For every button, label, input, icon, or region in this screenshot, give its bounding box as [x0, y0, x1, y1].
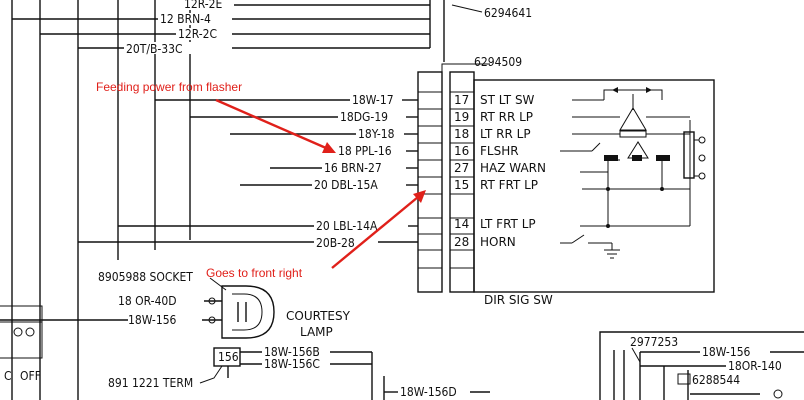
terminal-num-18: 18 [454, 127, 469, 141]
courtesy-lamp: 8905988 SOCKET 18 OR-40D 18W-156 COURTES… [0, 270, 351, 339]
arrow-feeding [215, 98, 327, 150]
part-number-switch: 6294509 [474, 55, 522, 69]
switch-internals [560, 87, 706, 259]
term-box-label: 156 [218, 350, 239, 364]
arrow-front-right [331, 196, 419, 269]
bottom-right-wire-2: 18OR-140 [728, 359, 782, 373]
left-wire-3: 18Y-18 [358, 127, 395, 141]
annotation-feeding: Feeding power from flasher [96, 80, 242, 94]
terminal-num-19: 19 [454, 110, 469, 124]
top-wire-3: 12R-2C [178, 27, 217, 41]
terminal-num-14: 14 [454, 217, 469, 231]
top-wire-1: 12R-2E [184, 0, 223, 11]
terminal-label-18: LT RR LP [480, 127, 531, 141]
courtesy-label-2: LAMP [300, 325, 333, 339]
connector-left [417, 71, 443, 293]
left-wire-7: 20 LBL-14A [316, 219, 378, 233]
left-wire-4: 18 PPL-16 [338, 144, 392, 158]
terminal-label-17: ST LT SW [480, 93, 535, 107]
terminal-num-28: 28 [454, 235, 469, 249]
terminal-num-17: 17 [454, 93, 469, 107]
courtesy-label-1: COURTESY [286, 309, 351, 323]
dir-sig-sw-box [473, 79, 715, 293]
terminal-label-27: HAZ WARN [480, 161, 546, 175]
left-wire-1: 18W-17 [352, 93, 394, 107]
lamp-socket [221, 285, 275, 339]
socket-label: 8905988 SOCKET [98, 270, 193, 284]
courtesy-wire-2: 18W-156 [128, 313, 177, 327]
top-bundle: 12R-2E 12 BRN-4 12R-2C 20T/B-33C [11, 0, 445, 400]
arrowhead-feeding [322, 142, 336, 153]
left-wire-8: 20B-28 [316, 236, 355, 250]
bottom-right-wire-1: 18W-156 [702, 345, 751, 359]
courtesy-wire-1: 18 OR-40D [118, 294, 177, 308]
fragment-off: OFF [20, 369, 41, 383]
bottom-wire-3: 18W-156D [400, 385, 457, 399]
bottom-wires: 156 18W-156B 18W-156C 18W-156D 891 1221 … [108, 345, 490, 400]
arrowhead-front-right [413, 190, 426, 203]
left-wire-5: 16 BRN-27 [324, 161, 382, 175]
terminal-num-27: 27 [454, 161, 469, 175]
connector-bracket [441, 63, 474, 72]
terminal-label-14: LT FRT LP [480, 217, 536, 231]
bottom-wire-2: 18W-156C [264, 357, 320, 371]
bottom-wire-1: 18W-156B [264, 345, 320, 359]
top-wire-2: 12 BRN-4 [160, 12, 211, 26]
term-label: 891 1221 TERM [108, 376, 193, 390]
terminal-label-16: FLSHR [480, 144, 519, 158]
left-wires: 18W-17 18DG-19 18Y-18 18 PPL-16 16 BRN-2… [78, 92, 418, 250]
terminal-label-15: RT FRT LP [480, 178, 538, 192]
left-wire-2: 18DG-19 [340, 110, 388, 124]
annotations: Feeding power from flasher Goes to front… [96, 80, 426, 280]
switch-title: DIR SIG SW [484, 293, 553, 307]
part-number-bottom-2: 6288544 [692, 373, 740, 387]
part-number-bottom-1: 2977253 [630, 335, 678, 349]
terminal-label-19: RT RR LP [480, 110, 533, 124]
part-number-top-right: 6294641 [484, 6, 532, 20]
bottom-right: 2977253 18W-156 18OR-140 6288544 [599, 331, 804, 400]
terminal-list: 17 ST LT SW 19 RT RR LP 18 LT RR LP 16 F… [454, 93, 546, 249]
terminal-num-16: 16 [454, 144, 469, 158]
terminal-label-28: HORN [480, 235, 516, 249]
pn-leader [451, 4, 483, 13]
annotation-front-right: Goes to front right [206, 266, 303, 280]
top-wire-4: 20T/B-33C [126, 42, 183, 56]
term-box [213, 347, 241, 367]
left-fragment: C OFF [0, 305, 43, 383]
terminal-num-15: 15 [454, 178, 469, 192]
fragment-c: C [4, 369, 12, 383]
left-wire-6: 20 DBL-15A [314, 178, 378, 192]
